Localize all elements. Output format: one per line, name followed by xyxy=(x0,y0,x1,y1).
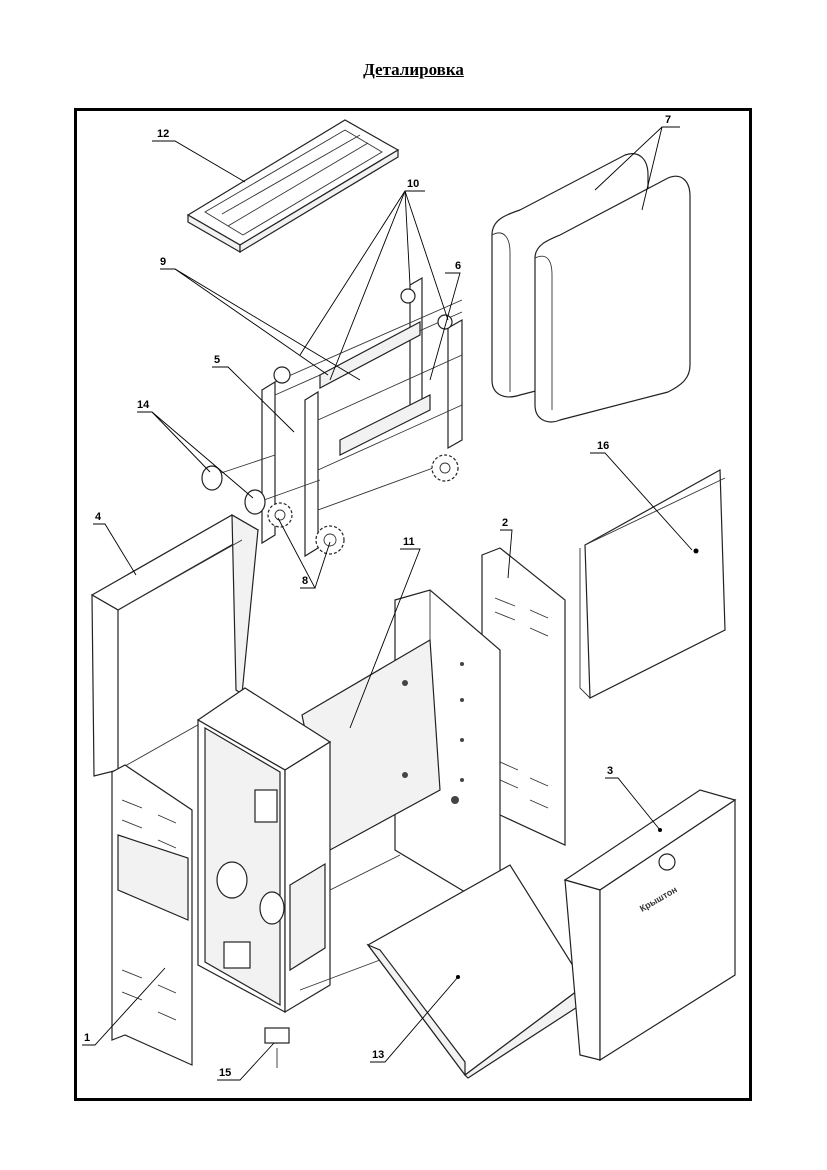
drawing-frame xyxy=(74,108,752,1101)
callout-2: 2 xyxy=(502,517,508,529)
callout-3: 3 xyxy=(607,765,613,777)
callout-13: 13 xyxy=(372,1049,384,1061)
page-title: Деталировка xyxy=(363,60,464,79)
callout-12: 12 xyxy=(157,128,169,140)
callout-1: 1 xyxy=(84,1032,90,1044)
part-11-back-box xyxy=(301,589,501,896)
part-7-cover-panels xyxy=(491,153,691,423)
callout-10: 10 xyxy=(407,178,419,190)
part-3-front-door: Крыштон xyxy=(563,789,737,1062)
callout-6: 6 xyxy=(455,260,461,272)
part-1-left-panel xyxy=(111,764,193,1066)
part-15-foot xyxy=(264,1027,290,1068)
callout-16: 16 xyxy=(597,440,609,452)
callout-5: 5 xyxy=(214,354,220,366)
part-12-top-tray xyxy=(186,119,400,254)
callout-7: 7 xyxy=(665,114,671,126)
callout-8: 8 xyxy=(302,575,308,587)
part-8-sprockets xyxy=(267,454,459,555)
part-13-bottom-tray xyxy=(366,864,586,1079)
leader-lines xyxy=(82,126,693,1081)
part-4-hood xyxy=(90,513,260,777)
callout-14: 14 xyxy=(137,399,150,411)
part-2-vent-panel xyxy=(481,547,566,846)
callout-11: 11 xyxy=(403,536,415,548)
callout-labels: 12 7 10 9 6 5 14 16 4 2 11 8 3 1 13 15 xyxy=(84,114,671,1079)
callout-15: 15 xyxy=(219,1067,231,1079)
callout-4: 4 xyxy=(95,511,102,523)
part-16-panel xyxy=(579,468,726,699)
main-body-unit xyxy=(196,687,401,1014)
part-5-6-mechanism xyxy=(214,276,463,558)
part-14-knobs xyxy=(201,465,266,515)
callout-9: 9 xyxy=(160,256,166,268)
